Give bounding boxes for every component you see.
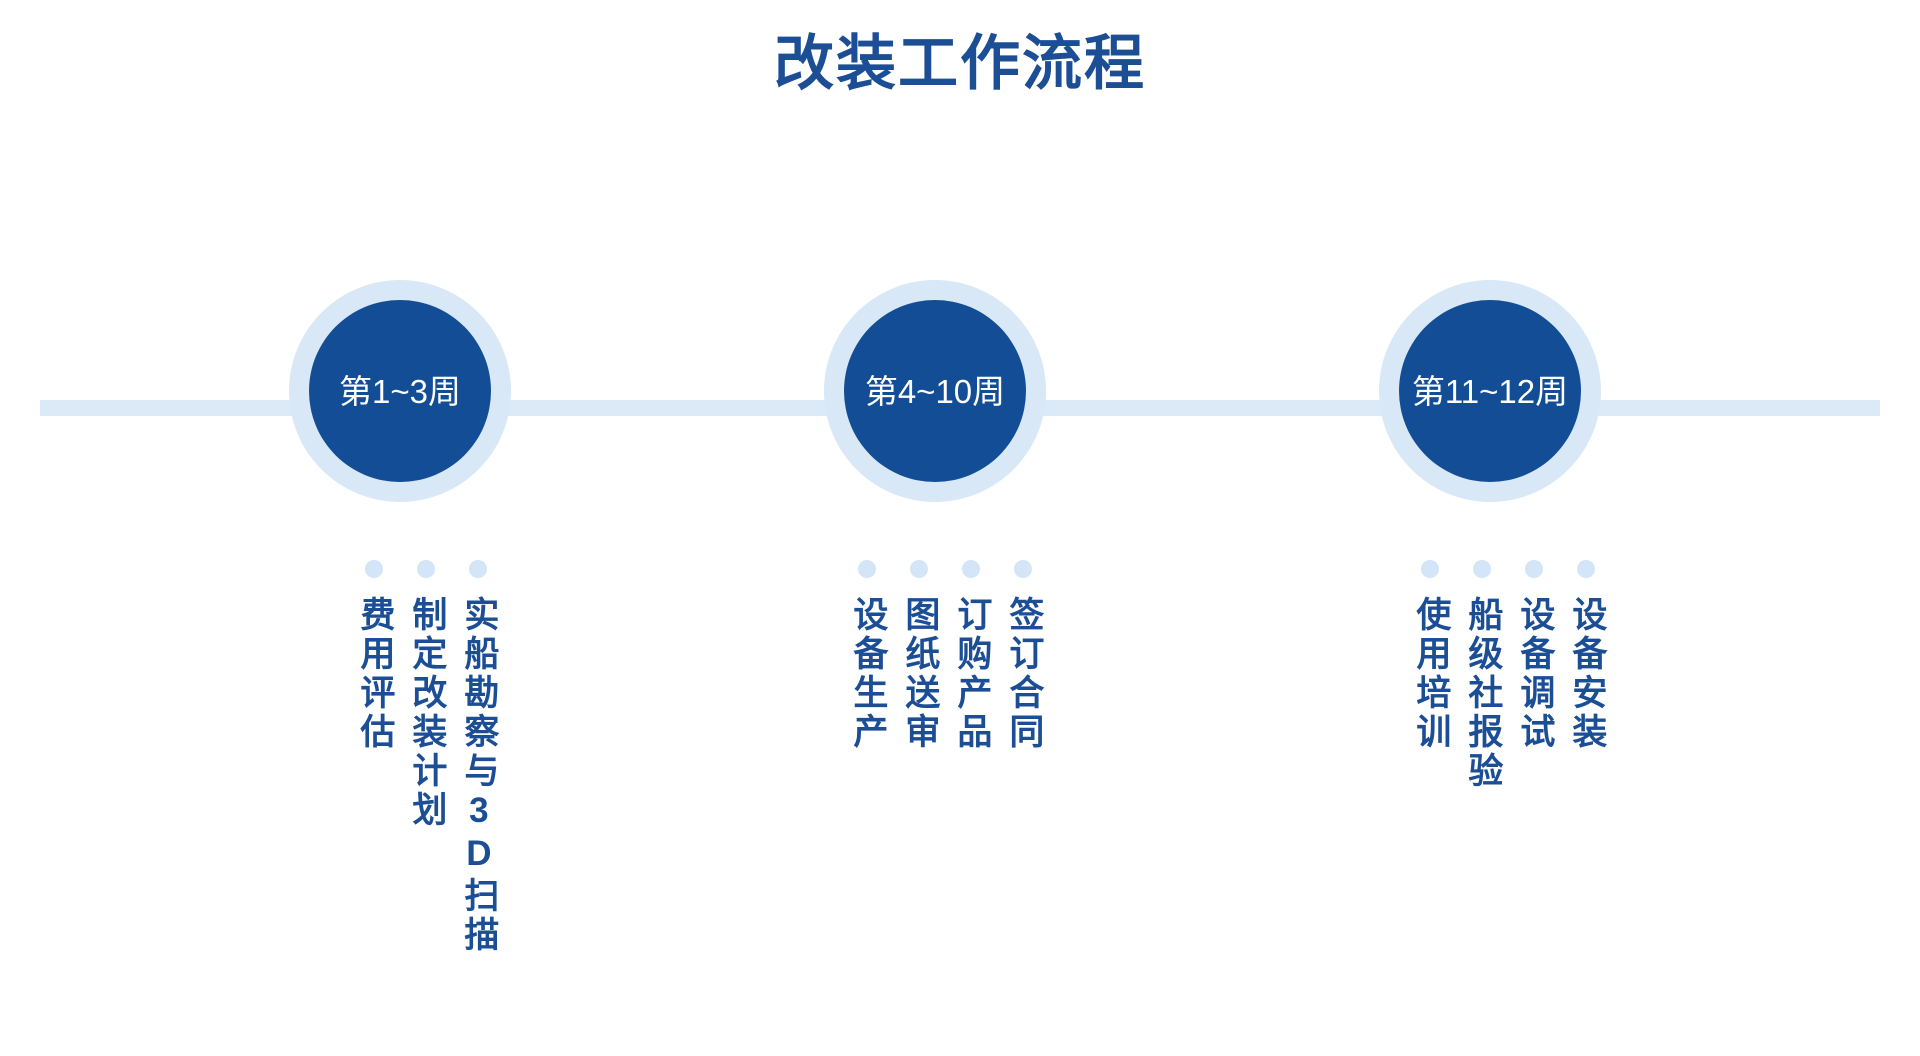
- stage-node-2-label: 第4~10周: [864, 372, 1006, 410]
- task-item[interactable]: 实船勘察与3D扫描: [452, 560, 504, 955]
- task-dot-icon: [910, 560, 928, 578]
- task-label: 制定改装计划: [407, 596, 447, 830]
- task-label: 签订合同: [1004, 596, 1044, 752]
- task-dot-icon: [1014, 560, 1032, 578]
- task-label: 设备调试: [1515, 596, 1555, 752]
- task-dot-icon: [1577, 560, 1595, 578]
- task-dot-icon: [365, 560, 383, 578]
- task-label: 费用评估: [355, 596, 395, 752]
- task-label: 使用培训: [1411, 596, 1451, 752]
- stage-3-task-list: 设备安装 设备调试 船级社报验 使用培训: [1260, 560, 1738, 791]
- timeline-stage-3: 第11~12周 设备安装 设备调试 船级社报验 使用培训: [1260, 0, 1720, 1056]
- task-dot-icon: [962, 560, 980, 578]
- task-item[interactable]: 费用评估: [348, 560, 400, 752]
- stage-1-task-list: 实船勘察与3D扫描 制定改装计划 费用评估: [170, 560, 656, 955]
- task-label: 设备安装: [1567, 596, 1607, 752]
- task-label: 船级社报验: [1463, 596, 1503, 791]
- page-title: 改装工作流程: [774, 30, 1146, 97]
- task-item[interactable]: 船级社报验: [1456, 560, 1508, 791]
- stage-2-task-list: 签订合同 订购产品 图纸送审 设备生产: [705, 560, 1175, 752]
- task-label: 订购产品: [952, 596, 992, 752]
- task-label: 设备生产: [848, 596, 888, 752]
- timeline-stage-1: 第1~3周 实船勘察与3D扫描 制定改装计划 费用评估: [170, 0, 630, 1056]
- task-item[interactable]: 制定改装计划: [400, 560, 452, 830]
- timeline-stage-2: 第4~10周 签订合同 订购产品 图纸送审 设备生产: [705, 0, 1165, 1056]
- task-dot-icon: [1421, 560, 1439, 578]
- task-item[interactable]: 设备调试: [1508, 560, 1560, 752]
- stage-node-1-label: 第1~3周: [339, 372, 461, 410]
- stage-node-1-inner: 第1~3周: [309, 300, 491, 482]
- task-item[interactable]: 使用培训: [1404, 560, 1456, 752]
- task-item[interactable]: 订购产品: [945, 560, 997, 752]
- task-dot-icon: [469, 560, 487, 578]
- task-label: 实船勘察与3D扫描: [459, 596, 499, 955]
- task-dot-icon: [1525, 560, 1543, 578]
- task-dot-icon: [858, 560, 876, 578]
- task-item[interactable]: 设备生产: [841, 560, 893, 752]
- stage-node-3-inner: 第11~12周: [1399, 300, 1581, 482]
- stage-node-3-label: 第11~12周: [1411, 372, 1569, 410]
- stage-node-2[interactable]: 第4~10周: [824, 280, 1046, 502]
- stage-node-2-inner: 第4~10周: [844, 300, 1026, 482]
- stage-node-1[interactable]: 第1~3周: [289, 280, 511, 502]
- task-dot-icon: [1473, 560, 1491, 578]
- task-dot-icon: [417, 560, 435, 578]
- task-item[interactable]: 设备安装: [1560, 560, 1612, 752]
- stage-node-3[interactable]: 第11~12周: [1379, 280, 1601, 502]
- task-item[interactable]: 签订合同: [997, 560, 1049, 752]
- task-label: 图纸送审: [900, 596, 940, 752]
- task-item[interactable]: 图纸送审: [893, 560, 945, 752]
